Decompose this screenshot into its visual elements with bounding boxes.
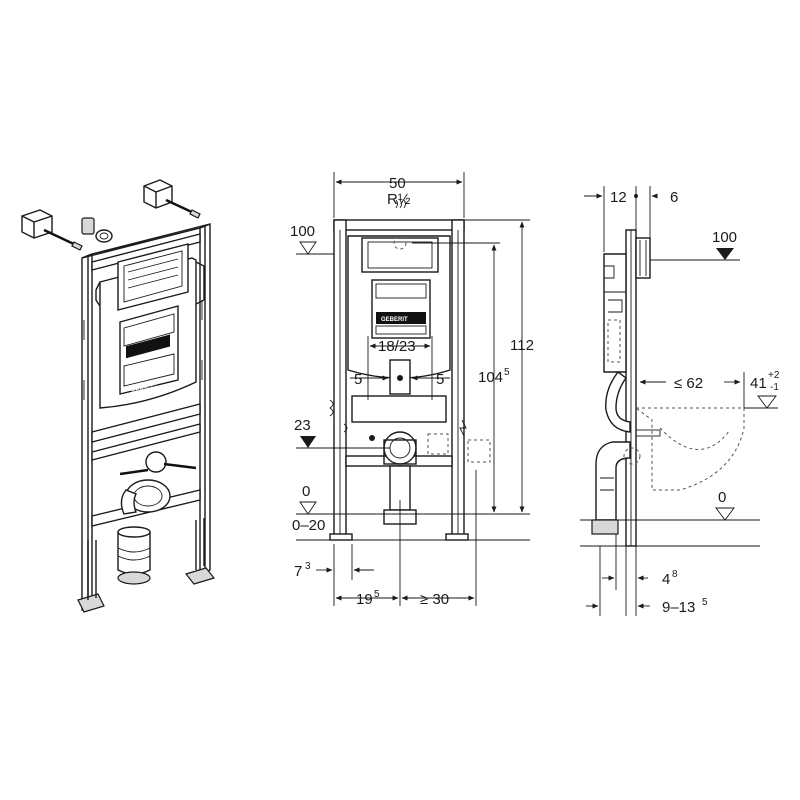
side-depth-range: 9–13 xyxy=(662,599,695,616)
front-floor-range: 0–20 xyxy=(292,517,325,534)
bowl-connection xyxy=(117,451,197,585)
front-foot-center: 19 xyxy=(356,591,373,608)
side-depth-a: 12 xyxy=(610,189,627,206)
cistern: GEBERIT xyxy=(95,243,205,409)
front-height-total: 112 xyxy=(510,337,534,354)
side-bowl-height-minus: -1 xyxy=(770,382,779,393)
front-bolt-spacing: 18/23 xyxy=(378,338,416,355)
front-level-0: 0 xyxy=(302,483,310,500)
front-height-inner: 104 xyxy=(478,369,503,386)
front-level-100: 100 xyxy=(290,223,315,240)
wall-bracket-left xyxy=(21,209,83,251)
side-depth-b: 6 xyxy=(670,189,678,206)
side-wall-gap: 4 xyxy=(662,571,670,588)
side-view: 12 6 100 ≤ 62 41 +2 -1 0 4 8 9–13 5 xyxy=(580,186,780,616)
front-thread: R½ xyxy=(387,191,411,208)
front-level-23: 23 xyxy=(294,417,311,434)
side-bowl-height-plus: +2 xyxy=(768,370,780,381)
front-height-inner-sup: 5 xyxy=(504,367,510,378)
side-level-0: 0 xyxy=(718,489,726,506)
front-foot-center-sup: 5 xyxy=(374,589,380,600)
isometric-view: GEBERIT xyxy=(21,179,216,613)
front-offset-right: 5 xyxy=(436,371,444,388)
front-brand-label: GEBERIT xyxy=(381,317,408,323)
front-offset-left: 5 xyxy=(354,371,362,388)
front-foot-offset: 7 xyxy=(294,563,302,580)
wall-bracket-right xyxy=(143,179,201,219)
side-bowl-reach: ≤ 62 xyxy=(674,375,703,392)
front-width: 50 xyxy=(389,175,406,192)
anchor-parts xyxy=(81,217,113,243)
front-view: GEBERIT 100 xyxy=(290,172,534,608)
front-foot-offset-sup: 3 xyxy=(305,561,311,572)
side-level-100: 100 xyxy=(712,229,737,246)
side-bowl-height: 41 xyxy=(750,375,767,392)
side-wall-gap-sup: 8 xyxy=(672,569,678,580)
front-connection xyxy=(329,359,491,525)
side-depth-range-sup: 5 xyxy=(702,597,708,608)
frame xyxy=(77,222,216,613)
front-min-spacing: ≥ 30 xyxy=(420,591,449,608)
